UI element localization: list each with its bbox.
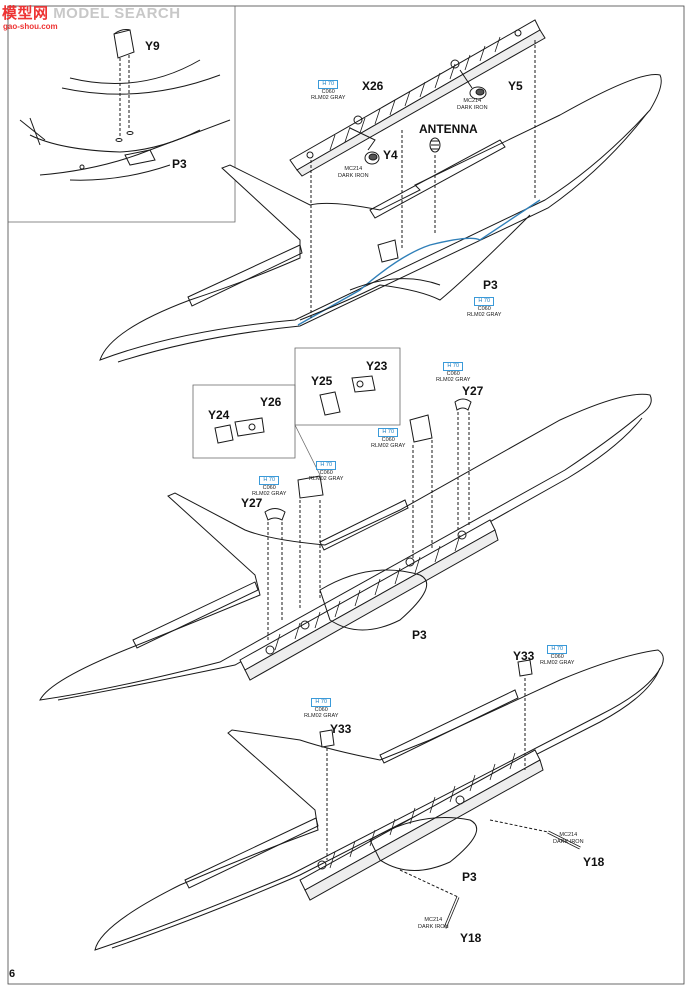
paint-line: RLM02 GRAY xyxy=(540,660,575,666)
label-y25: Y25 xyxy=(311,374,333,388)
paint-line: MC214 xyxy=(424,917,443,923)
callout-box-brackets xyxy=(192,347,401,476)
paint-line: RLM02 GRAY xyxy=(309,476,344,482)
watermark: 模型网 MODEL SEARCH xyxy=(2,2,181,23)
paint-line: DARK IRON xyxy=(418,923,449,930)
paint-line: C060 xyxy=(446,370,460,377)
paint-line: C060 xyxy=(550,653,564,660)
paint-line: RLM02 GRAY xyxy=(252,491,287,497)
page-number: 6 xyxy=(9,968,16,980)
page-border xyxy=(7,5,685,985)
paint-line: DARK IRON xyxy=(457,104,488,111)
label-y9: Y9 xyxy=(145,39,160,53)
paint-code-box: H 70 xyxy=(318,80,339,89)
paint-line: RLM02 GRAY xyxy=(436,377,471,383)
paint-callout: H 70 C060 RLM02 GRAY xyxy=(309,461,343,483)
paint-callout: MC214 DARK IRON xyxy=(338,166,369,179)
label-p3-inset: P3 xyxy=(172,157,187,171)
paint-code-box: H 70 xyxy=(443,362,464,371)
label-x26: X26 xyxy=(362,79,384,93)
paint-code-box: H 70 xyxy=(259,476,280,485)
paint-code-box: H 70 xyxy=(547,645,568,654)
label-y23: Y23 xyxy=(366,359,388,373)
paint-line: RLM02 GRAY xyxy=(311,95,346,101)
inset-detail-y9 xyxy=(8,6,236,223)
paint-line: RLM02 GRAY xyxy=(467,312,502,318)
paint-callout: MC214 DARK IRON xyxy=(553,832,584,845)
label-y5: Y5 xyxy=(508,79,523,93)
label-y18-right: Y18 xyxy=(583,855,605,869)
paint-code-box: H 70 xyxy=(378,428,399,437)
watermark-brand: 模型网 xyxy=(2,5,49,22)
paint-line: C060 xyxy=(477,305,491,312)
paint-line: DARK IRON xyxy=(553,838,584,845)
label-y33-right: Y33 xyxy=(513,649,535,663)
label-y33-left: Y33 xyxy=(330,722,352,736)
label-antenna: ANTENNA xyxy=(419,122,478,136)
bracket-parts xyxy=(214,375,376,444)
label-y27-right: Y27 xyxy=(462,384,484,398)
wing-middle-assembly xyxy=(39,393,652,701)
paint-line: C060 xyxy=(321,88,335,95)
label-y24: Y24 xyxy=(208,408,230,422)
label-p3-b: P3 xyxy=(412,628,427,642)
label-y18-bottom: Y18 xyxy=(460,931,482,945)
watermark-text: MODEL SEARCH xyxy=(53,5,181,22)
paint-line: MC214 xyxy=(463,98,482,104)
paint-code-box: H 70 xyxy=(474,297,495,306)
paint-line: C060 xyxy=(314,706,328,713)
paint-line: C060 xyxy=(262,484,276,491)
paint-callout: MC214 DARK IRON xyxy=(457,98,488,111)
paint-line: MC214 xyxy=(559,832,578,838)
wing-upper-assembly xyxy=(99,19,662,363)
paint-callout: H 70 C060 RLM02 GRAY xyxy=(436,362,470,384)
paint-line: RLM02 GRAY xyxy=(371,443,406,449)
paint-callout: H 70 C060 RLM02 GRAY xyxy=(371,428,405,450)
paint-callout: H 70 C060 RLM02 GRAY xyxy=(252,476,286,498)
label-p3-a: P3 xyxy=(483,278,498,292)
paint-callout: H 70 C060 RLM02 GRAY xyxy=(304,698,338,720)
label-y27-left: Y27 xyxy=(241,496,263,510)
label-y4: Y4 xyxy=(383,148,398,162)
wing-lower-assembly xyxy=(94,649,664,951)
watermark-url: gao-shou.com xyxy=(3,22,58,31)
paint-line: C060 xyxy=(381,436,395,443)
paint-callout: H 70 C060 RLM02 GRAY xyxy=(540,645,574,667)
paint-line: RLM02 GRAY xyxy=(304,713,339,719)
paint-line: C060 xyxy=(319,469,333,476)
paint-code-box: H 70 xyxy=(311,698,332,707)
paint-code-box: H 70 xyxy=(316,461,337,470)
paint-callout: H 70 C060 RLM02 GRAY xyxy=(467,297,501,319)
paint-line: DARK IRON xyxy=(338,172,369,179)
paint-line: MC214 xyxy=(344,166,363,172)
label-p3-c: P3 xyxy=(462,870,477,884)
paint-callout: H 70 C060 RLM02 GRAY xyxy=(311,80,345,102)
paint-callout: MC214 DARK IRON xyxy=(418,917,449,930)
label-y26: Y26 xyxy=(260,395,282,409)
